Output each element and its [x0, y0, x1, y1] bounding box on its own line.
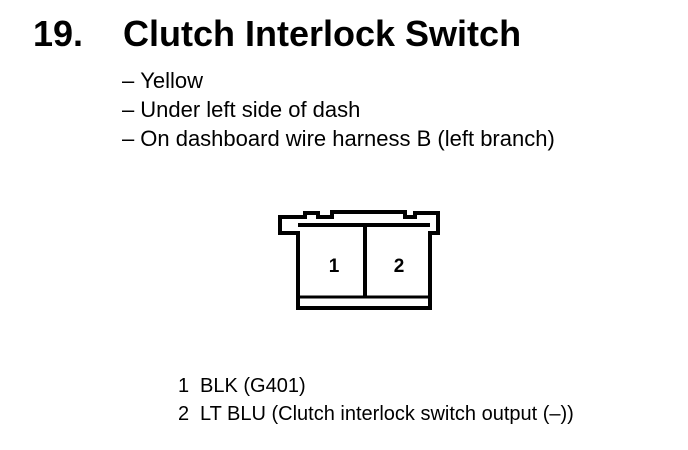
- connector-diagram: 1 2: [278, 210, 440, 310]
- pinout-description: BLK (G401): [200, 375, 306, 397]
- pinout-pin-number: 2: [178, 403, 190, 425]
- component-details: –Yellow –Under left side of dash –On das…: [122, 66, 555, 153]
- component-heading: 19. Clutch Interlock Switch: [33, 12, 521, 56]
- detail-harness: –On dashboard wire harness B (left branc…: [122, 126, 555, 151]
- pin-label-1: 1: [329, 256, 340, 277]
- detail-color: –Yellow: [122, 68, 204, 93]
- connector-outline: [278, 210, 440, 310]
- pin-label-2: 2: [394, 256, 405, 277]
- pinout-row: 1 BLK (G401): [178, 372, 574, 400]
- component-number: 19.: [33, 13, 84, 54]
- component-title: Clutch Interlock Switch: [123, 13, 522, 54]
- pinout-list: 1 BLK (G401) 2 LT BLU (Clutch interlock sw…: [178, 372, 574, 428]
- detail-location: –Under left side of dash: [122, 97, 361, 122]
- pinout-description: LT BLU (Clutch interlock switch output (…: [200, 403, 574, 425]
- pinout-pin-number: 1: [178, 375, 190, 397]
- pinout-row: 2 LT BLU (Clutch interlock switch output …: [178, 400, 574, 428]
